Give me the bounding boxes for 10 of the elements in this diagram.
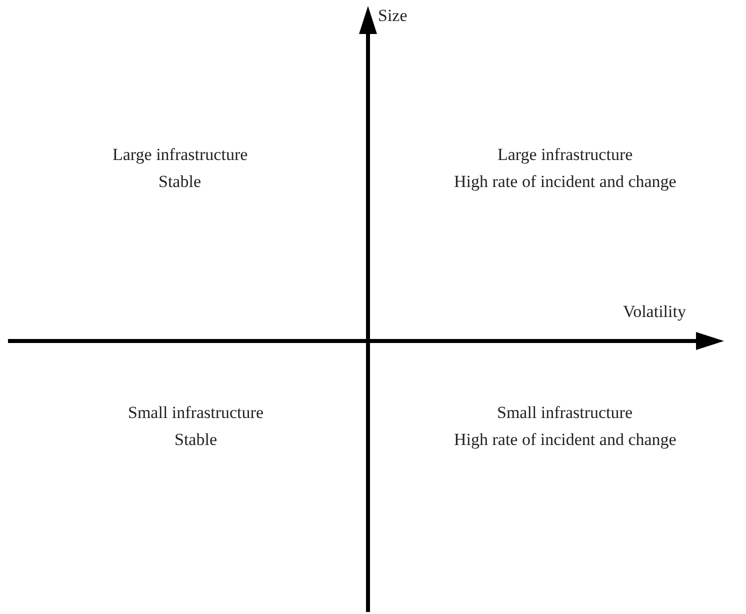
- quadrant-label: High rate of incident and change: [454, 172, 676, 192]
- axis-label: Volatility: [623, 302, 686, 322]
- quadrant-label: Small infrastructure: [497, 403, 632, 423]
- quadrant-label: Small infrastructure: [128, 403, 264, 423]
- quadrant-label: Large infrastructure: [112, 145, 248, 165]
- quadrant-label: Large infrastructure: [498, 145, 633, 165]
- axis-label: Size: [378, 6, 408, 26]
- quadrant-label: Stable: [158, 172, 201, 192]
- quadrant-label: High rate of incident and change: [454, 430, 676, 450]
- quadrant-label: Stable: [174, 430, 217, 450]
